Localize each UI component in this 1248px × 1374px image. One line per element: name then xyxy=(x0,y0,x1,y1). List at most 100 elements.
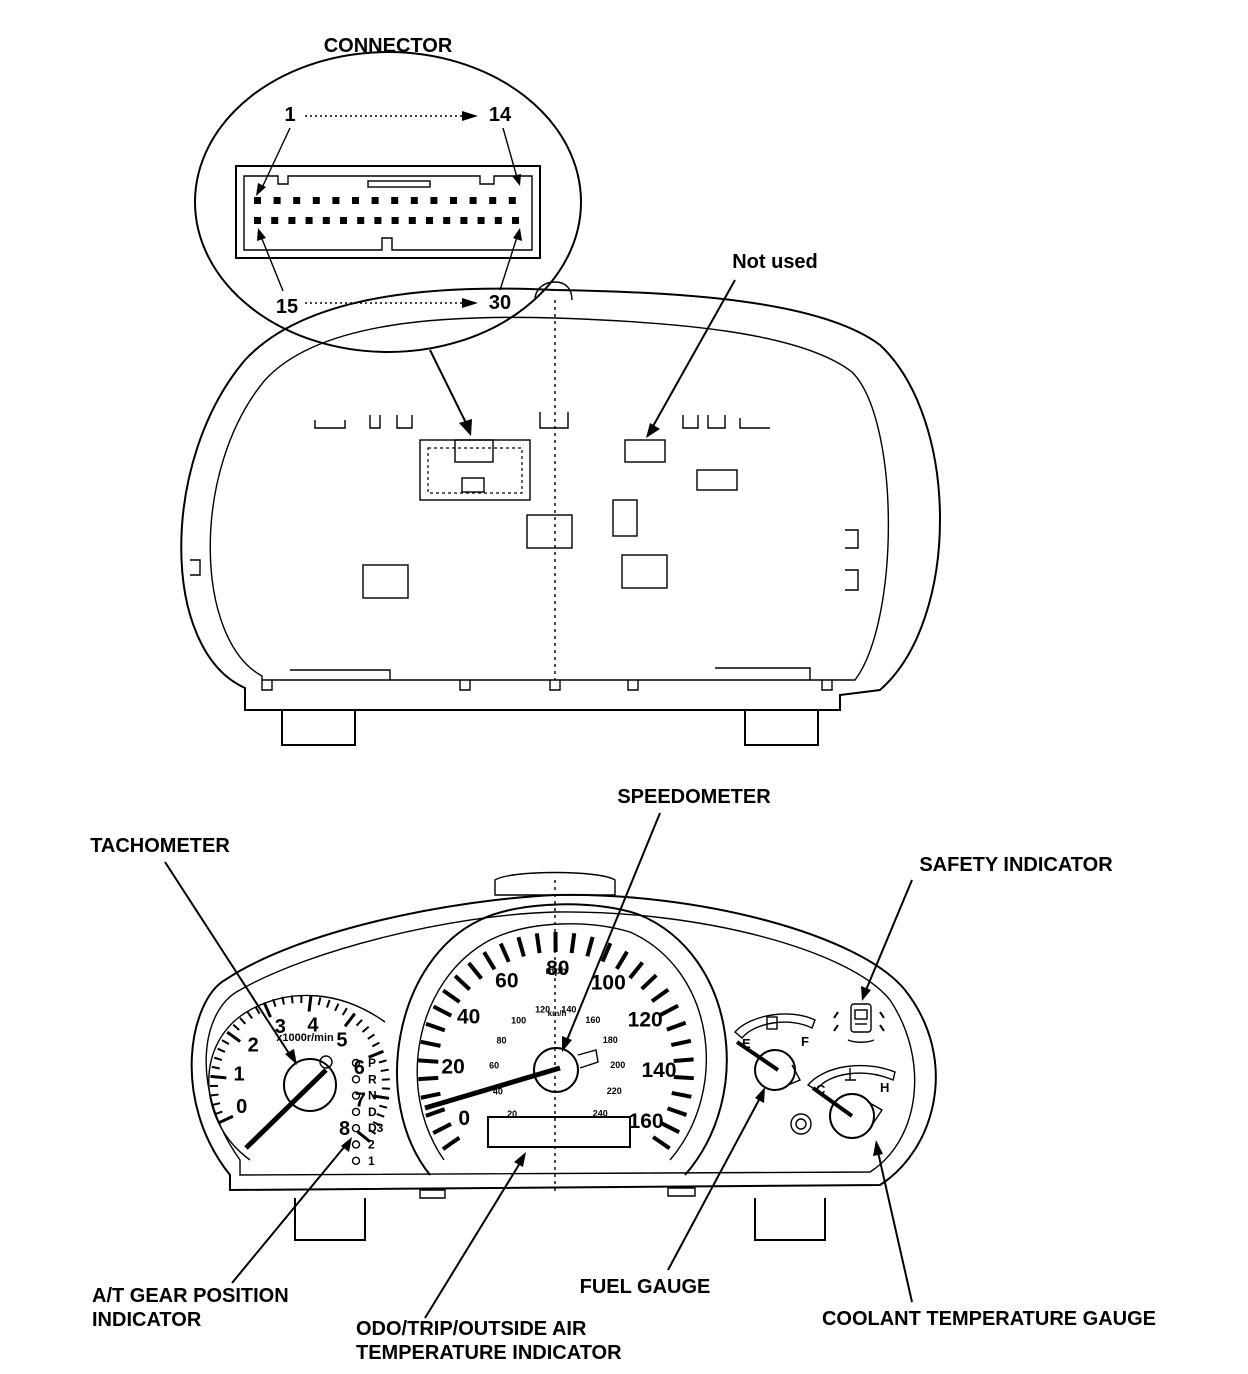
tachometer-hub xyxy=(283,1058,337,1112)
speedometer-mph-number: 140 xyxy=(641,1059,676,1082)
fuel-gauge-dial: E F xyxy=(734,1013,816,1091)
speedometer-tick xyxy=(432,1004,453,1018)
tachometer-tick xyxy=(212,1102,221,1106)
tachometer-tick xyxy=(343,1012,356,1028)
tachometer-tick xyxy=(217,1047,226,1053)
tachometer-tick xyxy=(371,1041,380,1048)
speedometer-kmh-number: 120 xyxy=(535,1004,550,1014)
gear-position-lamp xyxy=(351,1075,361,1084)
fuel-full-mark: F xyxy=(801,1034,809,1049)
speedometer-tick xyxy=(442,988,461,1004)
connector-title: CONNECTOR xyxy=(324,35,453,57)
tachometer-number: 0 xyxy=(236,1096,247,1118)
speedometer-tick xyxy=(418,1075,439,1082)
connector-pin-16 xyxy=(271,217,279,224)
speedometer-hub xyxy=(533,1047,579,1093)
connector-pin-26 xyxy=(443,217,451,224)
speedometer-tick xyxy=(660,1121,681,1135)
tachometer-tick xyxy=(368,1049,385,1059)
fuel-gauge-needle xyxy=(735,1040,780,1072)
odo-trip-display xyxy=(487,1116,631,1148)
connector-magnifier-circle xyxy=(194,51,582,353)
speedometer-tick xyxy=(569,932,577,954)
connector-pin-29 xyxy=(494,217,502,224)
gear-position-letter: 2 xyxy=(368,1138,375,1152)
speedometer-mph-unit: mph xyxy=(545,966,566,977)
speedometer-mph-number: 80 xyxy=(546,957,569,980)
tachometer-tick xyxy=(372,1121,381,1127)
odo-label-line1: ODO/TRIP/OUTSIDE AIR xyxy=(356,1318,587,1340)
not-used-label: Not used xyxy=(732,251,818,273)
speedometer-kmh-number: 40 xyxy=(493,1087,503,1097)
tachometer-tick xyxy=(361,1026,370,1033)
speedometer-tick xyxy=(650,988,670,1003)
speedometer-mph-number: 40 xyxy=(457,1005,480,1028)
at-gear-label-line2: INDICATOR xyxy=(92,1309,202,1331)
speedometer-kmh-number: 240 xyxy=(593,1108,608,1118)
gear-position-letter: D xyxy=(368,1105,377,1119)
speedometer-tick xyxy=(673,1075,694,1081)
gear-position-lamp xyxy=(351,1091,361,1100)
speedometer-tick xyxy=(441,1136,461,1151)
coolant-thermometer-icon xyxy=(845,1068,856,1081)
speedometer-tick xyxy=(467,961,483,980)
arrow-head-top xyxy=(462,111,478,121)
tachometer-tick xyxy=(217,1114,234,1125)
coolant-hot-mark: H xyxy=(880,1080,889,1095)
speedometer-tick xyxy=(600,942,613,963)
fuel-gauge-label: FUEL GAUGE xyxy=(580,1276,711,1298)
connector-pins-row-top xyxy=(254,197,516,204)
coolant-gauge-dial: C H xyxy=(806,1064,896,1139)
gear-position-letter: 1 xyxy=(368,1154,375,1168)
connector-pin-8 xyxy=(391,197,399,204)
cluster-rear-view: Not used xyxy=(180,251,941,746)
connector-pin-22 xyxy=(374,217,382,224)
odo-label-line2: TEMPERATURE INDICATOR xyxy=(356,1342,622,1364)
speedometer-tick xyxy=(432,1122,452,1135)
speedometer-tick xyxy=(628,961,645,980)
pin-label-15: 15 xyxy=(276,296,298,318)
coolant-cold-mark: C xyxy=(816,1082,826,1097)
tachometer-tick xyxy=(317,997,322,1006)
gear-position-lamp xyxy=(351,1058,361,1068)
gear-position-letter: D3 xyxy=(368,1121,384,1135)
connector-pin-28 xyxy=(477,217,485,224)
connector-pin-5 xyxy=(332,197,340,204)
tachometer-tick xyxy=(368,1128,377,1135)
connector-pin-4 xyxy=(312,197,320,204)
connector-body xyxy=(235,165,541,259)
connector-pin-18 xyxy=(305,217,313,224)
tachometer-number: 6 xyxy=(354,1057,365,1079)
speedometer-tick xyxy=(673,1057,694,1063)
speedometer-kmh-number: 60 xyxy=(489,1061,499,1071)
connector-pin-19 xyxy=(322,217,330,224)
tachometer-tick xyxy=(226,1030,242,1043)
speedometer-kmh-number: 200 xyxy=(610,1060,625,1070)
gear-position-letter: R xyxy=(368,1072,377,1086)
connector-pin-14 xyxy=(508,197,516,204)
fuel-pump-icon xyxy=(766,1016,778,1030)
connector-pin-15 xyxy=(254,217,261,224)
speedometer-tick xyxy=(671,1090,692,1099)
speedometer-kmh-number: 140 xyxy=(561,1004,576,1014)
tachometer-tick xyxy=(307,995,313,1012)
gear-position-lamp xyxy=(351,1107,361,1117)
connector-pin-10 xyxy=(430,197,438,204)
speedometer-kmh-number: 80 xyxy=(497,1035,507,1045)
tachometer-number: 5 xyxy=(336,1029,347,1051)
tachometer-tick xyxy=(246,1011,253,1019)
speedometer-kmh-number: 160 xyxy=(585,1015,600,1025)
tachometer-tick xyxy=(326,999,331,1008)
speedometer-mph-number: 0 xyxy=(458,1107,470,1130)
tachometer-tick xyxy=(380,1068,389,1073)
connector-pin-7 xyxy=(371,197,379,204)
cluster-front-view xyxy=(190,871,937,1241)
speedometer-tick xyxy=(425,1107,446,1118)
tachometer-tick xyxy=(232,1023,240,1031)
speedometer-label: SPEEDOMETER xyxy=(617,786,771,808)
speedometer-tick xyxy=(615,950,629,970)
connector-pin-30 xyxy=(512,217,519,224)
tachometer-tick xyxy=(378,1059,387,1064)
